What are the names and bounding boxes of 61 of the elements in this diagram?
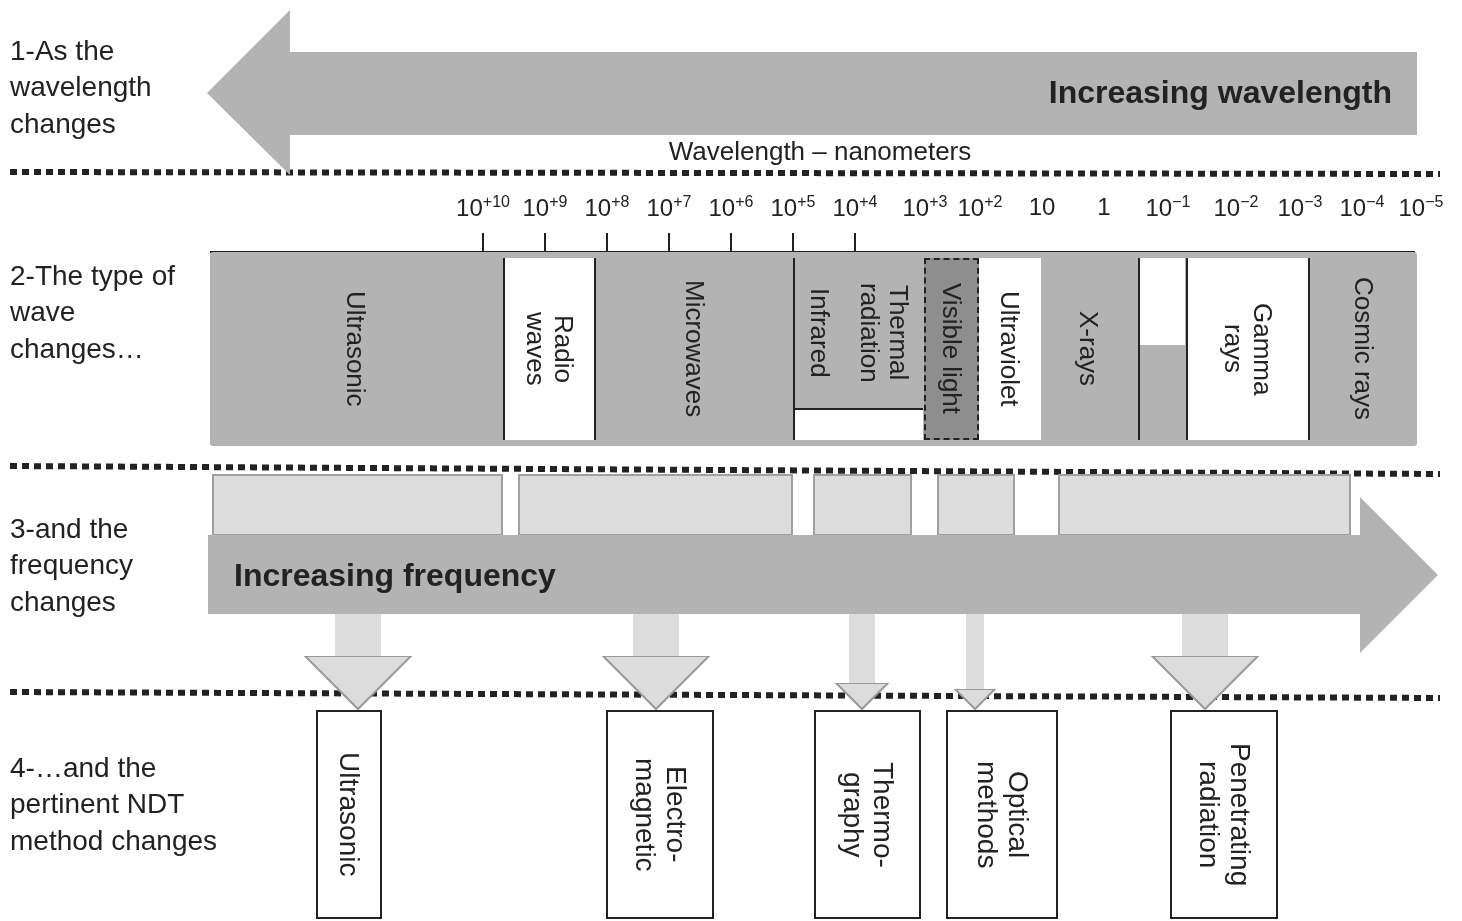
frequency-range-box: [212, 474, 503, 536]
band-label: Ultraviolet: [995, 291, 1025, 407]
spectrum-band: [1186, 258, 1310, 440]
band-label: Gamma rays: [1219, 301, 1277, 398]
spectrum-bar: [210, 252, 1417, 446]
band-label: Visible light: [937, 283, 966, 415]
band-label: Infrared: [805, 288, 835, 378]
arrow-label: Increasing frequency: [233, 556, 556, 594]
frequency-range-box: [937, 474, 1015, 536]
method-label: Penetrating radiation: [1193, 741, 1255, 889]
frequency-range-box: [518, 474, 793, 536]
tick-label: 10$^{+7}$: [646, 193, 692, 222]
tick-label: 10$^{+5}$: [770, 193, 816, 222]
method-box: [606, 710, 714, 919]
down-arrow: [602, 612, 710, 710]
frequency-arrow: [208, 497, 1438, 653]
row-label: 3-and the frequency changes: [10, 512, 134, 619]
tick-label: 10$^{−1}$: [1145, 193, 1191, 222]
method-label: Optical methods: [971, 759, 1033, 871]
method-box: [1170, 710, 1278, 919]
down-arrow: [1151, 612, 1259, 710]
band-label: Microwaves: [680, 280, 709, 418]
spectrum-band: [924, 258, 979, 440]
tick-label: 10$^{+4}$: [832, 193, 878, 222]
band-label: Radio waves: [520, 311, 579, 388]
frequency-range-box: [813, 474, 912, 536]
tick-label: 10$^{−2}$: [1213, 193, 1259, 222]
row-label: 4-…and the pertinent NDT method changes: [10, 751, 219, 858]
down-arrow: [954, 614, 996, 710]
method-box: [316, 710, 382, 919]
tick-label: 10$^{+10}$: [456, 193, 510, 222]
row-label: 1-As the wavelength changes: [10, 34, 153, 141]
row-label: 2-The type of wave changes…: [10, 259, 176, 366]
tick-label: 10$^{+6}$: [708, 193, 754, 222]
spectrum-band: [979, 258, 1041, 440]
tick-label: 10$^{−4}$: [1339, 193, 1385, 222]
tick-label: 10$^{−3}$: [1277, 193, 1323, 222]
empty-band-box: [1138, 258, 1185, 345]
tick-label: 10$^{+3}$: [902, 193, 948, 222]
tick-label: 10$^{+9}$: [522, 193, 568, 222]
band-label: Cosmic rays: [1349, 277, 1379, 421]
tick-label: 10: [1028, 193, 1056, 221]
method-box: [814, 710, 921, 919]
wavelength-arrow: [207, 10, 1417, 175]
empty-band-box: [793, 410, 923, 440]
tick-label: 10$^{+2}$: [957, 193, 1003, 222]
band-label: X-rays: [1074, 311, 1104, 387]
down-arrow: [304, 612, 412, 710]
frequency-range-box: [1058, 474, 1351, 536]
method-label: Electro-magnetic: [629, 756, 691, 874]
tick-label: 10$^{+8}$: [584, 193, 630, 222]
tick-label: 1: [1097, 193, 1111, 221]
arrow-label: Increasing wavelength: [1048, 74, 1393, 111]
tick-label: 10$^{−5}$: [1398, 193, 1444, 222]
method-box: [946, 710, 1058, 919]
down-arrow: [835, 614, 889, 710]
method-label: Thermo-graphy: [836, 760, 899, 870]
spectrum-band: [503, 258, 596, 440]
band-label: Thermal radiation: [855, 282, 913, 385]
band-label: Ultrasonic: [341, 291, 371, 407]
method-label: Ultrasonic: [333, 752, 365, 877]
